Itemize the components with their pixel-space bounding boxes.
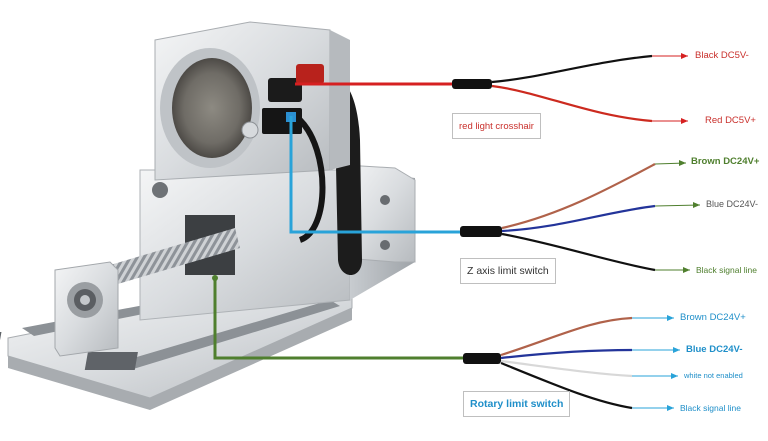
leader-lines — [212, 82, 463, 360]
wire-white — [500, 359, 633, 378]
cable-z-axis — [460, 160, 701, 273]
cable-sheath — [460, 226, 502, 237]
cable-sheath — [452, 79, 492, 89]
red-light-module — [268, 78, 302, 102]
wire-brown — [500, 316, 633, 357]
wire-black — [491, 54, 653, 84]
wire-brown — [501, 163, 656, 230]
timing-belt — [318, 70, 362, 275]
label-z-brown: Brown DC24V+ — [691, 156, 760, 167]
wire-red — [491, 84, 653, 123]
cable-sheath — [463, 353, 501, 364]
callout-z-axis: Z axis limit switch — [460, 258, 556, 284]
label-red-dc5v-plus: Red DC5V+ — [705, 115, 756, 126]
label-black-dc5v-minus: Black DC5V- — [695, 50, 749, 61]
cable-rotary — [463, 315, 680, 411]
leader-z-axis — [289, 116, 460, 234]
wire-black — [500, 361, 633, 410]
wire-blue — [500, 348, 633, 360]
cable-red-light — [452, 53, 688, 124]
label-z-blue: Blue DC24V- — [706, 199, 759, 209]
label-rotary-blue: Blue DC24V- — [686, 344, 743, 355]
ball-screw — [100, 228, 240, 288]
label-rotary-white: white not enabled — [684, 371, 743, 380]
wire-black — [501, 232, 656, 272]
leader-rotary — [213, 278, 463, 360]
label-rotary-brown: Brown DC24V+ — [680, 312, 746, 323]
carriage-block — [139, 169, 351, 321]
callout-rotary: Rotary limit switch — [463, 391, 571, 417]
callout-red-light: red light crosshair — [452, 113, 541, 139]
wire-blue — [501, 204, 656, 233]
label-z-black: Black signal line — [696, 265, 757, 275]
rotary-axis-machine — [0, 21, 416, 410]
label-rotary-black: Black signal line — [680, 403, 741, 413]
